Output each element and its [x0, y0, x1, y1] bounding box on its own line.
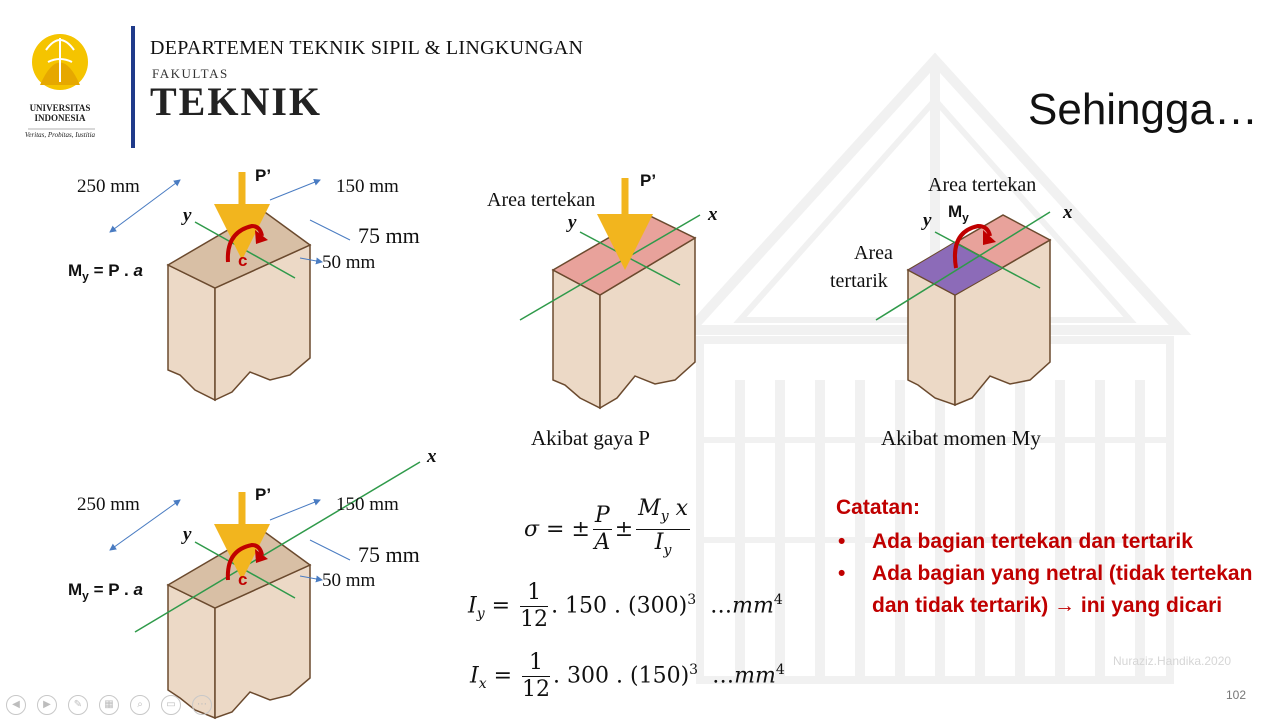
page-number: 102 — [1226, 688, 1247, 702]
tl-axis-y: y — [183, 205, 192, 226]
block-middle — [519, 178, 701, 410]
more-options-icon[interactable]: ⋯ — [192, 695, 212, 715]
bl-force-label: P’ — [255, 485, 272, 504]
slides-grid-icon[interactable]: ▦ — [99, 695, 119, 715]
tl-dim-150: 150 mm — [336, 176, 399, 197]
notes-title: Catatan: — [836, 496, 921, 519]
right-area-tension-2: tertarik — [830, 270, 888, 292]
tl-moment-equation: My = P . a — [68, 261, 143, 284]
tl-point-c: c — [238, 251, 248, 270]
block-right — [875, 211, 1052, 407]
right-axis-y: y — [923, 210, 932, 231]
block-bottom-left — [109, 461, 421, 720]
notes-item-2: Ada bagian yang netral (tidak tertekan d… — [836, 558, 1256, 622]
notes-box: Catatan: Ada bagian tertekan dan tertari… — [836, 496, 1256, 622]
bl-dim-75: 75 mm — [358, 542, 420, 567]
subtitles-icon[interactable]: ▭ — [161, 695, 181, 715]
bl-axis-y: y — [183, 524, 192, 545]
bl-axis-x: x — [427, 446, 437, 467]
pen-icon[interactable]: ✎ — [68, 695, 88, 715]
mid-force-label: P’ — [640, 171, 657, 190]
right-axis-x: x — [1063, 202, 1073, 223]
right-moment-label: My — [948, 202, 969, 225]
author-watermark: Nuraziz.Handika.2020 — [1113, 654, 1232, 668]
block-top-left — [109, 172, 351, 402]
bl-dim-250: 250 mm — [77, 494, 140, 515]
bl-moment-equation: My = P . a — [68, 580, 143, 603]
bl-point-c: c — [238, 570, 248, 589]
notes-list: Ada bagian tertekan dan tertarik Ada bag… — [836, 526, 1256, 622]
logo-university-line1: UNIVERSITAS — [29, 103, 91, 113]
bl-dim-50: 50 mm — [322, 570, 376, 591]
tl-dim-250: 250 mm — [77, 176, 140, 197]
university-logo-emblem — [32, 34, 88, 90]
logo-university-line2: INDONESIA — [34, 113, 86, 123]
right-area-tension-1: Area — [854, 242, 893, 264]
bl-dim-150: 150 mm — [336, 494, 399, 515]
tl-dim-75: 75 mm — [358, 223, 420, 248]
logo-text: UNIVERSITAS INDONESIA — [20, 103, 100, 123]
slide-title: Sehingga… — [1028, 85, 1258, 134]
faculty-label: FAKULTAS — [152, 66, 229, 81]
mid-axis-y: y — [568, 212, 577, 233]
mid-caption: Akibat gaya P — [531, 426, 650, 450]
notes-item-1: Ada bagian tertekan dan tertarik — [836, 526, 1256, 558]
right-area-compression: Area tertekan — [928, 174, 1037, 196]
tl-force-label: P’ — [255, 166, 272, 185]
header-accent-bar — [131, 26, 135, 148]
mid-axis-x: x — [708, 204, 718, 225]
department-name: DEPARTEMEN TEKNIK SIPIL & LINGKUNGAN — [150, 37, 584, 59]
tl-dim-50: 50 mm — [322, 252, 376, 273]
mid-area-label: Area tertekan — [487, 189, 596, 211]
nav-next-icon[interactable]: ▶ — [37, 695, 57, 715]
nav-prev-icon[interactable]: ◀ — [6, 695, 26, 715]
logo-motto: Veritas, Probitas, Iustitia — [24, 131, 96, 139]
zoom-icon[interactable]: ⌕ — [130, 695, 150, 715]
right-caption: Akibat momen My — [881, 426, 1041, 450]
faculty-name: TEKNIK — [150, 79, 323, 124]
